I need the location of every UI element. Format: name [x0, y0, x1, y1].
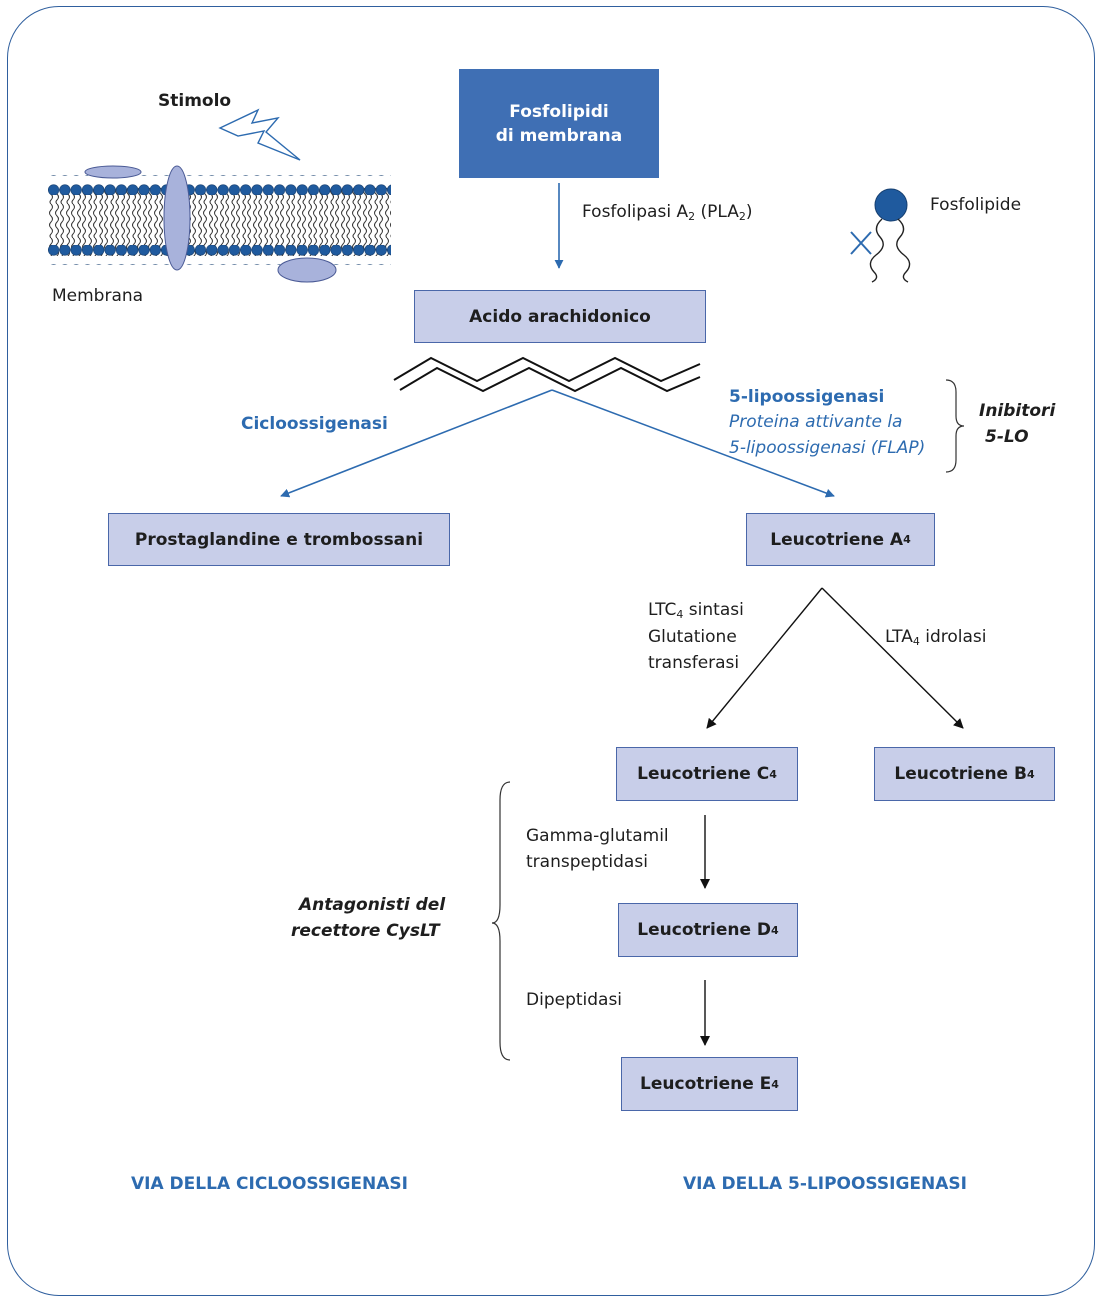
enzyme-cyclooxygenase: Cicloossigenasi — [241, 414, 388, 434]
enzyme-subscript: 2 — [738, 210, 746, 223]
arrow-ltc4 — [706, 587, 823, 729]
node-subscript: 4 — [771, 1077, 779, 1091]
enzyme-text: (PLA — [695, 202, 739, 222]
arrow-cox — [280, 389, 553, 498]
enzyme-text: Fosfolipasi A — [582, 202, 689, 222]
node-line: Fosfolipidi — [509, 101, 609, 122]
node-text: Leucotriene D — [637, 920, 772, 940]
enzyme-ltc4-synthase: LTC4 sintasi — [648, 598, 744, 627]
enzyme-ggt-line2: transpeptidasi — [526, 852, 648, 872]
node-text: Leucotriene B — [894, 764, 1027, 784]
arrow-lta4h — [821, 587, 964, 729]
membrane-label: Membrana — [52, 286, 144, 306]
enzyme-dipeptidase: Dipeptidasi — [526, 990, 623, 1010]
inhibitors-5lo-line2: 5-LO — [985, 427, 1029, 447]
node-line: di membrana — [495, 125, 623, 146]
enzyme-text: idrolasi — [919, 627, 987, 647]
enzyme-subscript: 4 — [676, 608, 684, 621]
enzyme-text: ) — [745, 202, 753, 222]
node-subscript: 4 — [903, 533, 911, 546]
enzyme-pla2: Fosfolipasi A2 (PLA2) — [582, 200, 753, 229]
antagonists-cyslt-line1: Antagonisti del — [299, 895, 446, 915]
stimulus-label: Stimolo — [158, 91, 232, 111]
enzyme-subscript: 4 — [912, 635, 920, 648]
arachidonic-acid-chain — [393, 356, 701, 393]
flap-label-line2: 5-lipoossigenasi (FLAP) — [729, 438, 926, 458]
node-subscript: 4 — [771, 923, 779, 937]
cleavage-cross-icon — [850, 231, 872, 255]
arrow-lox — [551, 389, 835, 498]
node-text: Leucotriene C — [637, 764, 770, 784]
phospholipid-icon — [850, 188, 911, 283]
antagonists-cyslt-line2: recettore CysLT — [291, 921, 440, 941]
membrane-protein-bottom — [277, 257, 337, 283]
brace-cyslt — [491, 781, 511, 1061]
enzyme-text: LTA — [885, 627, 913, 647]
node-subscript: 4 — [769, 767, 777, 781]
membrane-bilayer — [48, 165, 391, 283]
node-subscript: 4 — [1026, 767, 1035, 781]
brace-5lo — [945, 379, 965, 473]
enzyme-text: LTC — [648, 600, 677, 620]
enzyme-glutathione-line2: transferasi — [648, 653, 740, 673]
flap-label-line1: Proteina attivante la — [729, 412, 903, 432]
node-membrane-phospholipids: Fosfolipidi di membrana — [459, 69, 659, 178]
enzyme-glutathione-line1: Glutatione — [648, 627, 737, 647]
enzyme-subscript: 2 — [688, 210, 696, 223]
membrane-protein-top — [84, 165, 142, 179]
membrane-protein-transmembrane — [163, 165, 191, 271]
node-prostaglandins-thromboxanes: Prostaglandine e trombossani — [108, 513, 450, 566]
node-text: Leucotriene A — [770, 529, 904, 550]
enzyme-ggt-line1: Gamma-glutamil — [526, 826, 669, 846]
phospholipid-label: Fosfolipide — [930, 195, 1022, 215]
lightning-bolt-icon — [218, 108, 301, 161]
node-arachidonic-acid: Acido arachidonico — [414, 290, 706, 343]
pathway-cyclooxygenase: VIA DELLA CICLOOSSIGENASI — [131, 1174, 408, 1194]
node-text: Leucotriene E — [640, 1074, 772, 1094]
inhibitors-5lo-line1: Inibitori — [979, 401, 1056, 421]
pathway-5-lipoxygenase: VIA DELLA 5-LIPOOSSIGENASI — [683, 1174, 967, 1194]
enzyme-lta4-hydrolase: LTA4 idrolasi — [885, 625, 986, 654]
enzyme-text: sintasi — [683, 600, 744, 620]
enzyme-5-lipoxygenase: 5-lipoossigenasi — [729, 387, 885, 407]
